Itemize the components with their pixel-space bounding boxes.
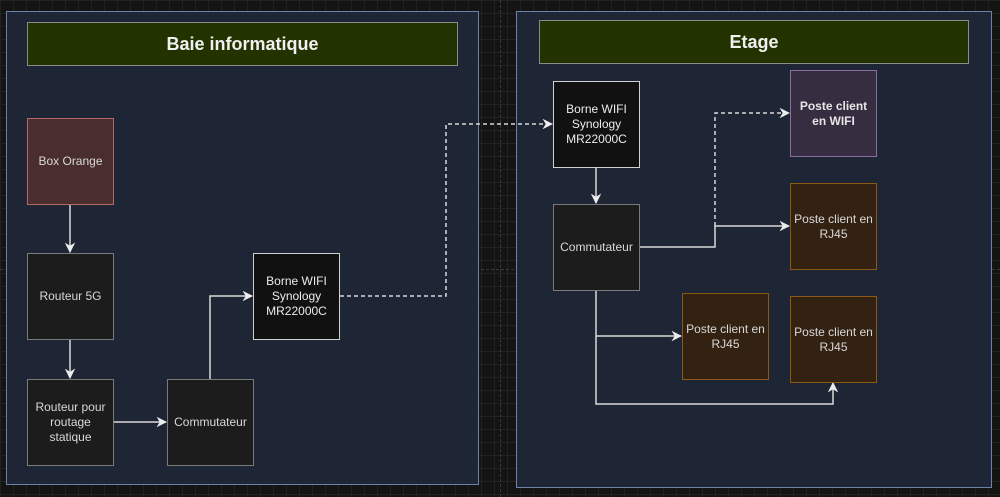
- client-wifi-node[interactable]: Poste client en WIFI: [790, 70, 877, 157]
- edge-commutateur-to-borne-wifi[interactable]: [209, 290, 254, 379]
- borne-wifi-baie-node[interactable]: Borne WIFI Synology MR22000C: [253, 253, 340, 340]
- horizontal-guide-line: [0, 269, 1000, 270]
- baie-informatique-header[interactable]: Baie informatique: [27, 22, 458, 66]
- client-rj45-node[interactable]: Poste client en RJ45: [682, 293, 769, 380]
- borne-wifi-etage-node[interactable]: Borne WIFI Synology MR22000C: [553, 81, 640, 168]
- box-orange-node[interactable]: Box Orange: [27, 118, 114, 205]
- edge-commutateur-to-client-rj45-3[interactable]: [595, 336, 839, 405]
- edge-commutateur-to-client-wifi[interactable]: [714, 107, 791, 226]
- client-rj45-node[interactable]: Poste client en RJ45: [790, 296, 877, 383]
- edge-commutateur-to-client-rj45-1[interactable]: [639, 220, 791, 248]
- vertical-guide-line: [500, 0, 501, 497]
- edge-commutateur-to-client-rj45-2[interactable]: [595, 291, 683, 342]
- client-rj45-node[interactable]: Poste client en RJ45: [790, 183, 877, 270]
- routeur-statique-node[interactable]: Routeur pour routage statique: [27, 379, 114, 466]
- routeur-5g-node[interactable]: Routeur 5G: [27, 253, 114, 340]
- commutateur-etage-node[interactable]: Commutateur: [553, 204, 640, 291]
- etage-header[interactable]: Etage: [539, 20, 969, 64]
- edge-borne-wifi-to-borne-wifi-etage[interactable]: [340, 118, 554, 297]
- commutateur-baie-node[interactable]: Commutateur: [167, 379, 254, 466]
